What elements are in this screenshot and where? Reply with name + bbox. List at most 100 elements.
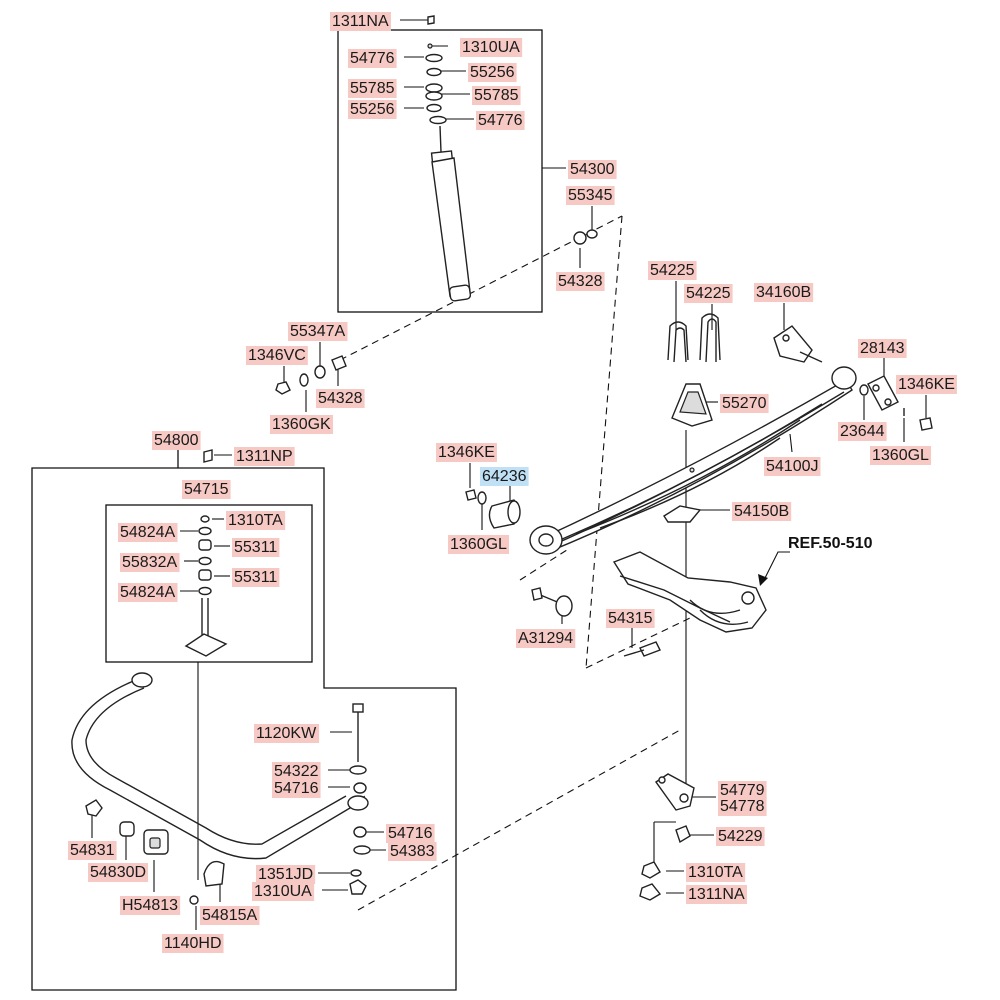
part-label-55270[interactable]: 55270: [720, 394, 769, 413]
part-label-54300[interactable]: 54300: [568, 160, 617, 179]
stabilizer-nut[interactable]: [203, 449, 213, 463]
part-label-1360gl[interactable]: 1360GL: [870, 446, 932, 465]
part-label-text: 1310UA: [254, 883, 312, 900]
part-label-text: 1120KW: [256, 725, 317, 742]
part-label-background: [838, 422, 887, 441]
part-label-background: [270, 415, 334, 434]
shock-absorber[interactable]: [425, 43, 598, 302]
part-label-text: 54830D: [90, 864, 146, 881]
part-label-54328[interactable]: 54328: [556, 272, 605, 291]
spring-eye-bolt[interactable]: [531, 587, 573, 617]
bump-stopper[interactable]: [671, 383, 713, 427]
part-label-text: 28143: [860, 340, 905, 357]
part-label-1140hd[interactable]: 1140HD: [162, 934, 224, 953]
part-label-a31294[interactable]: A31294: [516, 629, 576, 648]
part-label-h54813[interactable]: H54813: [120, 896, 181, 915]
part-label-text: 54815A: [202, 907, 257, 924]
axle-housing[interactable]: [612, 551, 767, 657]
part-label-text: 54716: [388, 825, 433, 842]
u-bolts[interactable]: [667, 313, 721, 363]
part-label-1346ke[interactable]: 1346KE: [896, 375, 957, 394]
part-label-55785[interactable]: 55785: [348, 79, 397, 98]
part-label-text: 54225: [650, 262, 695, 279]
part-label-54776[interactable]: 54776: [348, 49, 397, 68]
part-label-54225[interactable]: 54225: [648, 261, 697, 280]
part-label-55785[interactable]: 55785: [472, 86, 521, 105]
part-label-text: 1140HD: [164, 935, 222, 952]
part-label-text: 1360GL: [872, 447, 929, 464]
part-label-55311[interactable]: 55311: [232, 538, 280, 557]
part-label-background: [182, 480, 231, 499]
spring-bracket[interactable]: [773, 325, 823, 363]
part-label-1311na[interactable]: 1311NA: [686, 885, 747, 904]
part-label-1346vc[interactable]: 1346VC: [246, 346, 308, 365]
part-label-55347a[interactable]: 55347A: [288, 322, 348, 341]
part-label-54715[interactable]: 54715: [182, 480, 231, 499]
part-label-54383[interactable]: 54383: [388, 842, 437, 861]
part-label-54716[interactable]: 54716: [386, 824, 435, 843]
part-label-1310ta[interactable]: 1310TA: [686, 863, 746, 882]
part-label-54229[interactable]: 54229: [716, 827, 765, 846]
part-label-text: 1351JD: [258, 866, 313, 883]
spring-eye-bushing[interactable]: [465, 489, 521, 529]
part-label-54315[interactable]: 54315: [606, 609, 655, 628]
part-label-1360gl[interactable]: 1360GL: [448, 535, 510, 554]
part-label-background: [256, 865, 316, 884]
part-label-1120kw[interactable]: 1120KW: [254, 724, 320, 743]
part-label-54815a[interactable]: 54815A: [200, 906, 260, 925]
part-label-background: [120, 553, 180, 572]
stabilizer-bushings[interactable]: [85, 799, 225, 905]
part-label-text: 54824A: [120, 584, 175, 601]
part-label-23644[interactable]: 23644: [838, 422, 887, 441]
part-label-1360gk[interactable]: 1360GK: [270, 415, 334, 434]
part-label-54716[interactable]: 54716: [272, 779, 321, 798]
part-label-1310ua[interactable]: 1310UA: [252, 882, 315, 901]
part-label-54824a[interactable]: 54824A: [118, 583, 178, 602]
part-label-54778[interactable]: 54778: [718, 797, 767, 816]
part-label-54328[interactable]: 54328: [316, 389, 365, 408]
part-label-54776[interactable]: 54776: [476, 111, 525, 130]
spring-pad[interactable]: [663, 505, 702, 523]
part-label-background: [896, 375, 957, 394]
part-label-55256[interactable]: 55256: [468, 63, 517, 82]
part-label-64236[interactable]: 64236: [480, 467, 529, 486]
leaf-spring[interactable]: [529, 366, 857, 555]
part-label-54100j[interactable]: 54100J: [764, 457, 821, 476]
part-label-54150b[interactable]: 54150B: [732, 502, 792, 521]
part-label-text: 55347A: [290, 323, 345, 340]
part-label-1351jd[interactable]: 1351JD: [256, 865, 316, 884]
part-label-54830d[interactable]: 54830D: [88, 863, 149, 882]
part-label-54225[interactable]: 54225: [684, 284, 733, 303]
part-label-55311[interactable]: 55311: [232, 568, 280, 587]
part-label-54322[interactable]: 54322: [272, 762, 321, 781]
shackle-plate[interactable]: [859, 375, 933, 431]
part-label-background: [68, 841, 117, 860]
part-label-1311na[interactable]: 1311NA: [330, 12, 391, 31]
part-label-background: [716, 827, 765, 846]
part-label-54800[interactable]: 54800: [152, 431, 201, 450]
stabilizer-bar[interactable]: [71, 672, 369, 860]
part-label-1310ta[interactable]: 1310TA: [226, 511, 286, 530]
lower-link-bracket[interactable]: [639, 773, 695, 901]
stabilizer-link[interactable]: [184, 515, 228, 657]
part-label-54831[interactable]: 54831: [68, 841, 117, 860]
part-label-text: 54800: [154, 432, 199, 449]
top-nut[interactable]: [427, 15, 435, 25]
part-label-55345[interactable]: 55345: [566, 186, 615, 205]
part-label-1311np[interactable]: 1311NP: [234, 447, 295, 466]
part-label-55256[interactable]: 55256: [348, 100, 397, 119]
part-label-background: [386, 824, 435, 843]
part-label-54779[interactable]: 54779: [718, 781, 767, 800]
part-label-text: 54716: [274, 780, 319, 797]
part-label-1310ua[interactable]: 1310UA: [460, 38, 523, 57]
shock-lower-mount-hardware[interactable]: [275, 355, 347, 395]
part-label-1346ke[interactable]: 1346KE: [436, 443, 497, 462]
part-label-54824a[interactable]: 54824A: [118, 523, 178, 542]
part-label-34160b[interactable]: 34160B: [754, 283, 814, 302]
part-label-background: [754, 283, 814, 302]
part-label-28143[interactable]: 28143: [858, 339, 907, 358]
part-label-background: [234, 447, 295, 466]
part-label-55832a[interactable]: 55832A: [120, 553, 180, 572]
stabilizer-mount-hardware[interactable]: [349, 703, 371, 895]
